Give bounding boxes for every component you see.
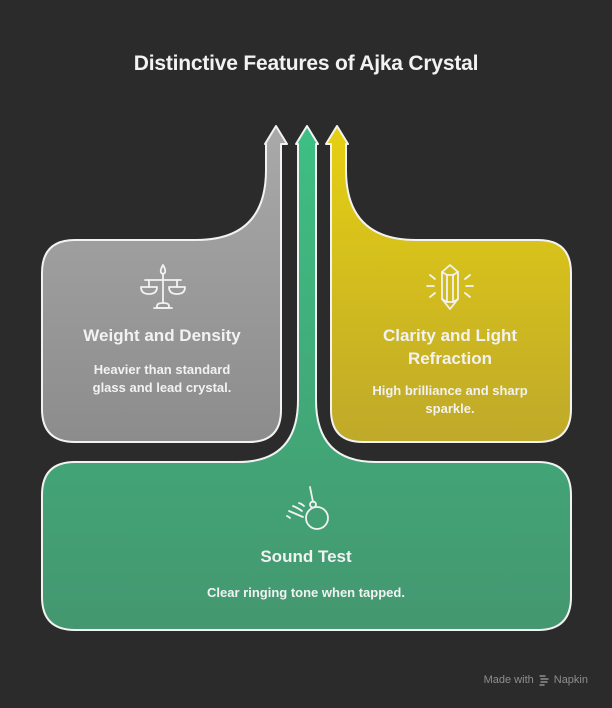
card-description: High brilliance and sharp sparkle. — [343, 382, 557, 418]
crystal-sparkle-icon — [426, 264, 474, 310]
description-line: Heavier than standard — [93, 362, 231, 377]
pendulum-ring-icon — [286, 486, 329, 530]
card-description: Heavier than standard glass and lead cry… — [56, 361, 268, 397]
made-with-napkin[interactable]: Made with Napkin — [484, 674, 588, 686]
description-line: glass and lead crystal. — [92, 380, 232, 395]
card-title: Weight and Density — [83, 326, 241, 345]
card-description: Clear ringing tone when tapped. — [207, 585, 405, 600]
sound-test-card: Sound Test Clear ringing tone when tappe… — [56, 545, 556, 602]
napkin-logo-icon — [539, 675, 549, 686]
description-line: High brilliance and sharp — [372, 383, 528, 398]
clarity-refraction-shape — [325, 125, 572, 443]
weight-density-shape — [41, 125, 288, 443]
weight-density-card: Weight and Density Heavier than standard… — [56, 324, 268, 397]
description-line: sparkle. — [425, 401, 475, 416]
card-title: Sound Test — [260, 547, 352, 566]
clarity-refraction-card: Clarity and Light Refraction High brilli… — [343, 324, 557, 418]
title-line: Refraction — [407, 349, 493, 368]
title-line: Clarity and Light — [382, 326, 518, 345]
balance-scale-icon — [140, 264, 186, 309]
napkin-brand: Napkin — [553, 674, 588, 686]
card-title: Clarity and Light Refraction — [343, 324, 557, 370]
sound-test-shape — [41, 125, 572, 631]
made-with-label: Made with — [483, 674, 534, 686]
page-title: Distinctive Features of Ajka Crystal — [133, 52, 479, 75]
